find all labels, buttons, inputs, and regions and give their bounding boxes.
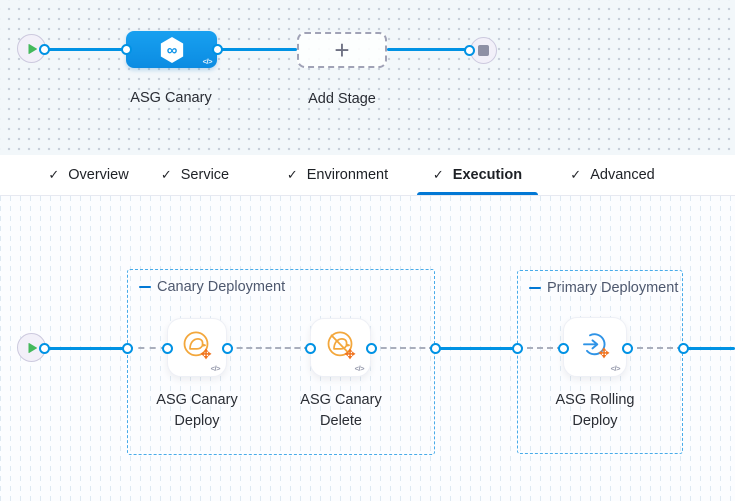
- collapse-icon[interactable]: [139, 285, 151, 289]
- dashed-connector: [227, 347, 310, 349]
- link-port: [38, 342, 50, 354]
- stage-name-label: ASG Canary: [130, 90, 212, 106]
- dashed-connector: [127, 347, 167, 349]
- link-port: [621, 342, 633, 354]
- add-stage-label: Add Stage: [308, 91, 376, 107]
- tab-execution[interactable]: ✓ Execution: [417, 155, 538, 195]
- group-header[interactable]: Primary Deployment: [529, 280, 678, 296]
- svg-text:∞: ∞: [166, 43, 177, 59]
- group-title: Canary Deployment: [157, 279, 286, 295]
- link-port: [211, 43, 223, 55]
- stage-node-asg-canary[interactable]: ∞ </>: [126, 31, 217, 68]
- canary-delete-icon: [327, 330, 355, 359]
- step-group-primary-deployment[interactable]: Primary Deployment: [517, 270, 683, 454]
- dashed-connector: [517, 347, 563, 349]
- collapse-icon[interactable]: [529, 286, 541, 290]
- tab-service[interactable]: ✓ Service: [160, 167, 230, 183]
- yaml-code-icon: </>: [610, 364, 621, 373]
- add-stage-button[interactable]: +: [297, 32, 387, 68]
- connector-line: [44, 346, 127, 350]
- tab-advanced[interactable]: ✓ Advanced: [570, 167, 655, 183]
- link-port: [304, 342, 316, 354]
- link-port: [38, 43, 50, 55]
- step-node-asg-canary-delete[interactable]: </>: [310, 318, 371, 377]
- check-icon: ✓: [570, 167, 582, 182]
- group-title: Primary Deployment: [547, 280, 679, 296]
- connector-line: [217, 47, 297, 51]
- link-port: [429, 342, 441, 354]
- move-arrows-icon: [598, 347, 610, 359]
- group-header[interactable]: Canary Deployment: [139, 279, 285, 295]
- link-port: [120, 43, 132, 55]
- link-port: [557, 342, 569, 354]
- tab-overview[interactable]: ✓ Overview: [48, 167, 129, 183]
- link-port: [161, 342, 173, 354]
- connector-line: [44, 47, 126, 51]
- link-port: [365, 342, 377, 354]
- stop-icon: [477, 44, 489, 56]
- stage-graph-canvas[interactable]: [0, 0, 735, 155]
- dashed-connector: [627, 347, 683, 349]
- check-icon: ✓: [286, 167, 298, 182]
- yaml-code-icon: </>: [210, 364, 221, 373]
- check-icon: ✓: [48, 167, 60, 182]
- link-port: [463, 44, 475, 56]
- yaml-code-icon: </>: [202, 57, 213, 66]
- link-port: [121, 342, 133, 354]
- link-port: [511, 342, 523, 354]
- tab-environment[interactable]: ✓ Environment: [286, 167, 389, 183]
- move-arrows-icon: [344, 347, 355, 359]
- cd-hexagon-icon: ∞: [160, 36, 183, 63]
- rolling-deploy-icon: [583, 333, 610, 359]
- step-name-label: ASG Rolling Deploy: [555, 392, 635, 429]
- play-icon: [28, 43, 37, 54]
- stage-config-tabbar: ✓ Overview ✓ Service ✓ Environment ✓ Exe…: [0, 155, 735, 196]
- step-group-canary-deployment[interactable]: Canary Deployment: [127, 269, 435, 455]
- connector-line: [387, 47, 469, 51]
- connector-line: [683, 346, 735, 350]
- link-port: [221, 342, 233, 354]
- step-name-label: ASG Canary Deploy: [156, 392, 238, 429]
- dashed-connector: [371, 347, 435, 349]
- check-icon: ✓: [160, 167, 172, 182]
- move-arrows-icon: [200, 347, 212, 359]
- connector-line: [435, 346, 517, 350]
- canary-deploy-icon: [183, 330, 212, 359]
- step-node-asg-rolling-deploy[interactable]: </>: [563, 317, 627, 377]
- check-icon: ✓: [432, 167, 444, 182]
- step-name-label: ASG Canary Delete: [300, 392, 382, 429]
- play-icon: [28, 342, 37, 353]
- yaml-code-icon: </>: [354, 364, 365, 373]
- step-node-asg-canary-deploy[interactable]: </>: [167, 318, 227, 377]
- link-port: [677, 342, 689, 354]
